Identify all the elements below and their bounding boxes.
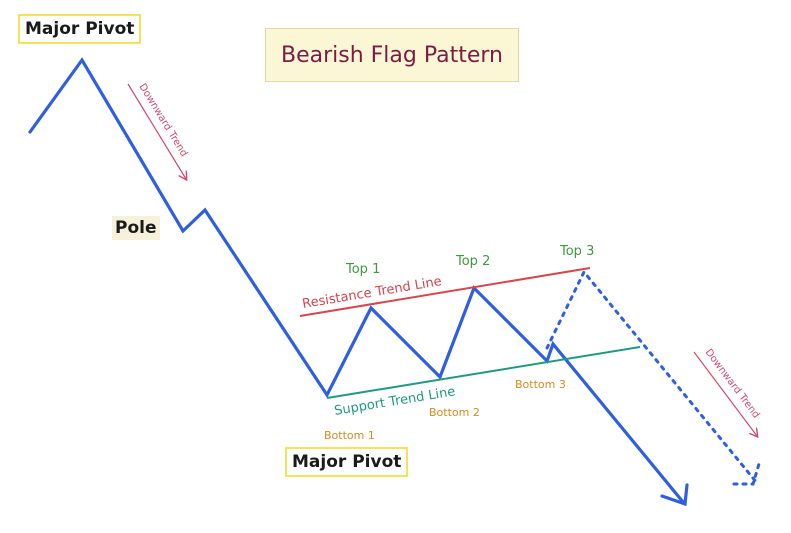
bottom1-label: Bottom 1 [324, 429, 375, 442]
downward-trend-label-left: Downward Trend [136, 82, 189, 159]
resistance-trend-line [299, 267, 591, 317]
top1-label: Top 1 [345, 262, 380, 277]
resistance-trend-label: Resistance Trend Line [301, 274, 443, 312]
major-pivot-bottom-label: Major Pivot [285, 447, 409, 477]
pole-label: Pole [112, 216, 160, 240]
alternate-path-dotted-end [732, 462, 761, 486]
bottom2-label: Bottom 2 [429, 406, 480, 419]
downward-trend-arrow-left [127, 83, 186, 179]
alternate-path-dotted [545, 269, 759, 485]
support-trend-line [326, 346, 641, 399]
major-pivot-top-label: Major Pivot [18, 14, 142, 44]
bottom3-label: Bottom 3 [515, 378, 566, 391]
downward-trend-arrow-right [693, 351, 757, 436]
top3-label: Top 3 [559, 244, 594, 259]
top2-label: Top 2 [455, 254, 490, 269]
price-arrowhead [660, 483, 689, 507]
downward-trend-label-right: Downward Trend [703, 347, 762, 420]
page-title: Bearish Flag Pattern [265, 28, 519, 82]
price-line [28, 57, 685, 504]
